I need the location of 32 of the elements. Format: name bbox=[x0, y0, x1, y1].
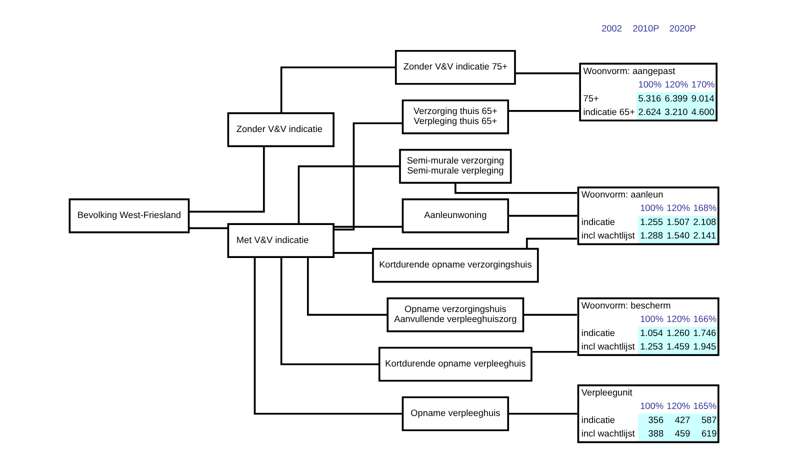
node-box: Opname verpleeghuis bbox=[402, 396, 510, 432]
connector bbox=[334, 226, 402, 228]
connector bbox=[508, 214, 578, 217]
connector bbox=[523, 314, 577, 316]
connector bbox=[508, 412, 578, 415]
connector bbox=[454, 183, 578, 194]
connector bbox=[532, 350, 578, 353]
connector bbox=[280, 257, 380, 366]
connector bbox=[515, 72, 580, 74]
connector bbox=[508, 110, 580, 112]
label: 2002 bbox=[602, 24, 622, 34]
connector bbox=[334, 122, 402, 230]
node-box: Zonder V&V indicatie 75+ bbox=[394, 50, 516, 85]
connector bbox=[307, 257, 388, 316]
label: 2010P bbox=[632, 24, 660, 34]
label: 2020P bbox=[669, 24, 696, 34]
connector bbox=[526, 238, 577, 249]
node-box: Verzorging thuis 65+ Verpleging thuis 65+ bbox=[402, 99, 510, 134]
node-box: Semi-murale verzorging Semi-murale verpleging bbox=[399, 148, 512, 184]
connector bbox=[298, 165, 400, 224]
node-box: Met V&V indicatie bbox=[227, 223, 334, 258]
node-box: Zonder V&V indicatie bbox=[227, 112, 334, 148]
node-box: Bevolking West-Friesland bbox=[68, 198, 190, 234]
connector bbox=[280, 66, 396, 113]
connector bbox=[254, 257, 403, 415]
node-box: Opname verzorgingshuis Aanvullende verpleeghuiszorg bbox=[386, 297, 524, 332]
node-box: Kortdurende opname verzorgingshuis bbox=[372, 248, 539, 283]
node-box: Aanleunwoning bbox=[402, 198, 510, 234]
connector bbox=[334, 252, 373, 254]
connector bbox=[189, 227, 228, 230]
node-box: Kortdurende opname verpleeghuis bbox=[378, 346, 532, 382]
connector bbox=[189, 146, 265, 213]
